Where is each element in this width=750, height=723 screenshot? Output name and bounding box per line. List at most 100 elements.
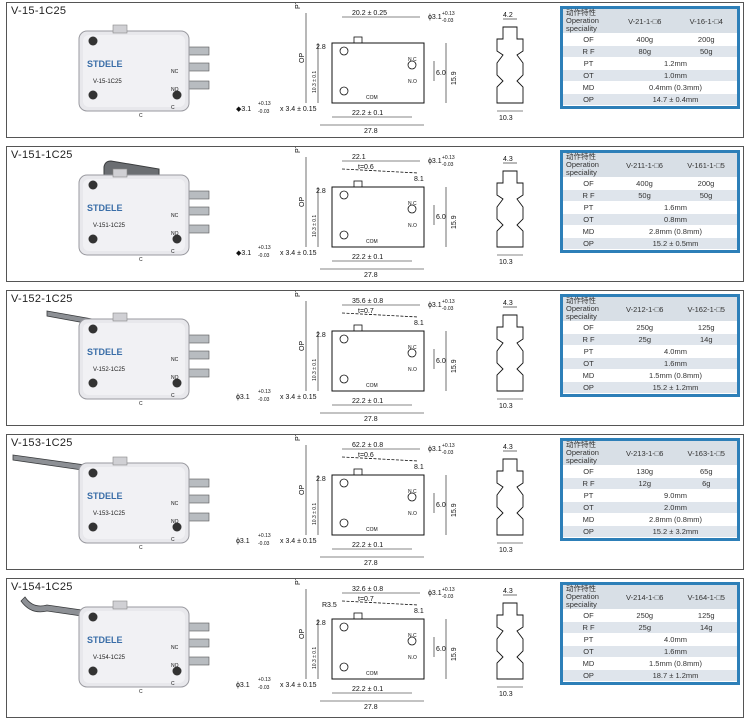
no-label: N.O <box>408 655 417 661</box>
side-view-drawing: 4.310.3 <box>496 588 524 698</box>
spec-header-model-2: V-163-1-□5 <box>675 441 737 466</box>
dim-28-label: 2.8 <box>316 476 326 483</box>
header-line: Operation <box>566 160 599 169</box>
mounting-hole <box>88 234 98 244</box>
terminal-label-c: C <box>171 537 175 543</box>
pt-label: PT <box>295 435 302 441</box>
mounting-hole <box>172 378 182 388</box>
side-view-drawing: 4.310.3 <box>496 300 524 410</box>
spec-value-b: 200g <box>675 177 737 190</box>
lever-outline <box>341 456 419 462</box>
side-view-drawing: 4.310.3 <box>496 156 524 266</box>
spec-value: 1.6mm <box>614 357 737 370</box>
mounting-hole <box>339 622 349 632</box>
spec-value: 0.8mm <box>614 213 737 226</box>
spec-key: MD <box>563 81 614 94</box>
side-outline <box>496 314 524 392</box>
spec-value: 1.0mm <box>614 69 737 82</box>
dim-side-width-label: 4.2 <box>503 12 513 19</box>
header-line: 动作特性 <box>566 296 596 305</box>
terminal <box>188 656 210 666</box>
lever-outline <box>341 312 419 318</box>
pt-label: PT <box>295 3 302 9</box>
dim-hole-tol-minus: -0.03 <box>442 18 454 24</box>
dim-28-label: 2.8 <box>316 44 326 51</box>
mounting-hole <box>339 190 349 200</box>
pt-label: PT <box>295 291 302 297</box>
switch-body-face <box>83 611 185 683</box>
spec-value-b: 6g <box>675 477 737 490</box>
mounting-hole <box>407 492 417 502</box>
dim-28-label: 2.8 <box>316 620 326 627</box>
switch-outline <box>331 186 425 248</box>
brand-logo-text: STDELE <box>87 347 123 357</box>
switch-body-face <box>83 35 185 107</box>
dimension-drawing: 32.6 ± 0.8t=0.7R3.5ϕ3.1+0.13-0.038.1PTOP… <box>236 579 458 711</box>
spec-key: OF <box>563 465 614 478</box>
dim-side-base-label: 10.3 <box>499 403 513 410</box>
dim-side-width-label: 4.3 <box>503 156 513 163</box>
terminal <box>188 224 210 234</box>
op-label: OP <box>299 53 306 63</box>
terminal-label-c: C <box>171 681 175 687</box>
header-line: 动作特性 <box>566 440 596 449</box>
terminal <box>188 334 210 344</box>
spec-value: 9.0mm <box>614 489 737 502</box>
model-number: V-15-1C25 <box>11 5 67 17</box>
mounting-hole <box>339 518 349 528</box>
plunger-outline <box>353 180 363 188</box>
spec-value: 2.0mm <box>614 501 737 514</box>
nc-label: N.C <box>408 489 417 495</box>
dim-radius-label: R3.5 <box>322 602 337 609</box>
pt-label: PT <box>295 579 302 585</box>
terminal-label-nc: NC <box>171 645 179 651</box>
dim-hole-tol-minus: -0.03 <box>442 594 454 600</box>
no-label: N.O <box>408 79 417 85</box>
spec-key: OP <box>563 669 614 682</box>
dim-hole-tol-plus: +0.13 <box>442 11 455 17</box>
dim-slot-tol-minus: -0.03 <box>258 253 270 259</box>
dim-slot-prefix: ϕ3.1 <box>236 682 250 689</box>
dim-top-label: 20.2 ± 0.25 <box>352 10 387 17</box>
spec-value: 1.6mm <box>614 201 737 214</box>
spec-value: 2.8mm (0.8mm) <box>614 513 737 526</box>
side-outline <box>496 602 524 680</box>
header-line: speciality <box>566 168 597 177</box>
mounting-hole <box>339 478 349 488</box>
com-label: COM <box>366 95 378 101</box>
dim-60-label: 6.0 <box>436 214 446 221</box>
side-view-drawing: 4.210.3 <box>496 12 524 122</box>
dim-slot-tol-minus: -0.03 <box>258 397 270 403</box>
plunger <box>112 600 128 610</box>
dim-81-label: 8.1 <box>414 608 424 615</box>
terminal <box>188 494 210 504</box>
switch-body-face <box>83 323 185 395</box>
spec-key: MD <box>563 225 614 238</box>
spec-key: OT <box>563 69 614 82</box>
dim-top-label: 35.6 ± 0.8 <box>352 298 383 305</box>
mounting-hole <box>88 378 98 388</box>
dim-hole-label: ϕ3.1 <box>428 590 442 597</box>
spec-key: R F <box>563 333 614 346</box>
switch-outline <box>331 618 425 680</box>
op-label: OP <box>299 629 306 639</box>
spec-value: 2.8mm (0.8mm) <box>614 225 737 238</box>
dim-159-label: 15.9 <box>451 647 458 661</box>
spec-value: 1.5mm (0.8mm) <box>614 369 737 382</box>
brand-logo-text: STDELE <box>87 635 123 645</box>
